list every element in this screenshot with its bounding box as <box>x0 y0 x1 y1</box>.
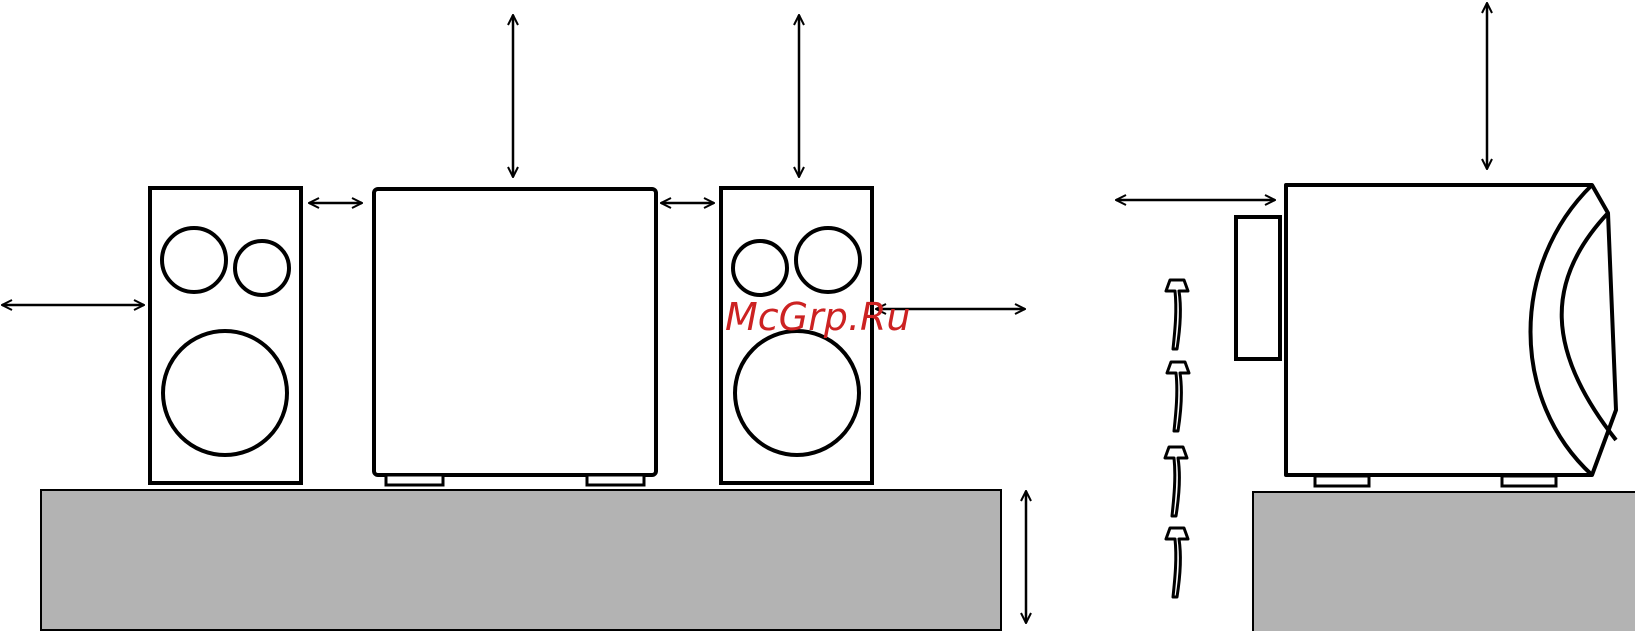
tweeter-icon <box>796 228 860 292</box>
tweeter-icon <box>235 241 289 295</box>
airflow-arrow-icon <box>1165 447 1187 516</box>
watermark-text: McGrp.Ru <box>725 295 910 339</box>
tweeter-icon <box>733 241 787 295</box>
tweeter-icon <box>162 228 226 292</box>
airflow-arrow-icon <box>1166 528 1188 597</box>
main-unit <box>374 189 656 485</box>
woofer-icon <box>735 331 859 455</box>
airflow-arrow-icon <box>1166 280 1188 349</box>
foot <box>1502 476 1556 486</box>
foot <box>1315 476 1369 486</box>
foot <box>587 475 644 485</box>
rear-panel <box>1236 217 1280 359</box>
side-view <box>1116 3 1635 631</box>
shelf-front <box>41 490 1001 630</box>
left-speaker <box>150 188 301 483</box>
main-unit-side <box>1286 185 1616 486</box>
airflow-arrow-icon <box>1167 362 1189 431</box>
woofer-icon <box>163 331 287 455</box>
shelf-side <box>1253 492 1635 631</box>
foot <box>386 475 443 485</box>
